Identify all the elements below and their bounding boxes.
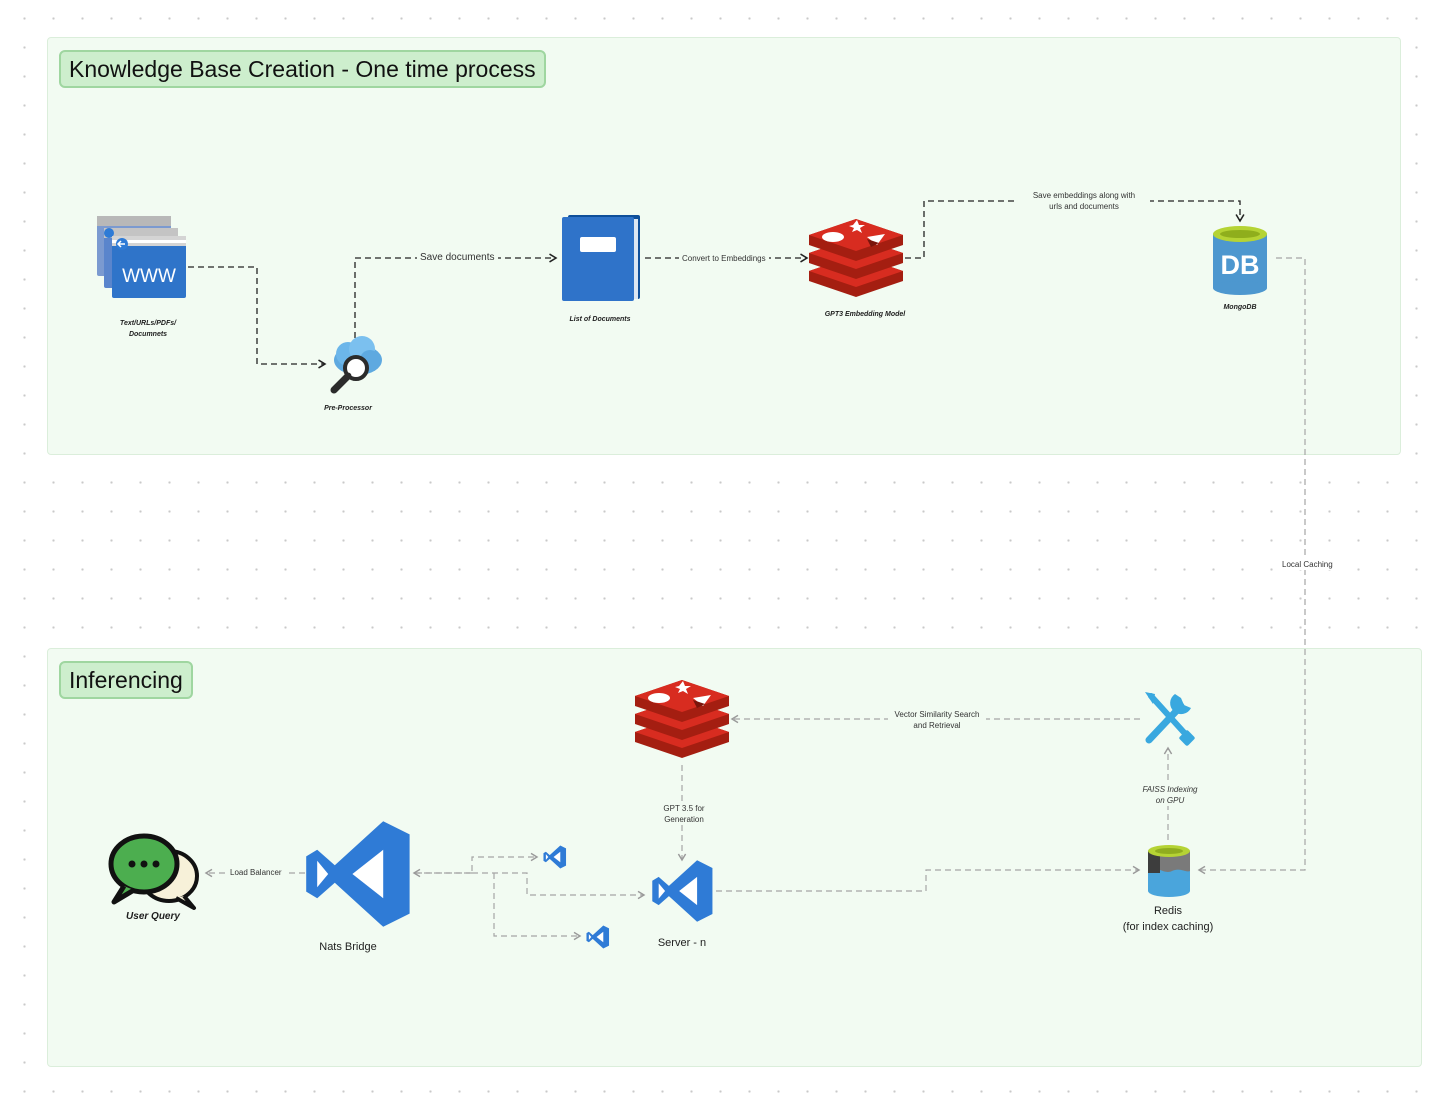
- faiss-node[interactable]: [1141, 690, 1197, 748]
- server-node[interactable]: [650, 859, 716, 923]
- redis-stack-icon: [635, 680, 729, 758]
- mongodb-node[interactable]: DB: [1210, 224, 1270, 296]
- preprocessor-node[interactable]: [326, 334, 386, 394]
- mongodb-label: MongoDB: [1223, 304, 1257, 311]
- llm-node[interactable]: [633, 678, 731, 760]
- www-badge: WWW: [122, 266, 176, 287]
- cloud-search-icon: [330, 336, 382, 394]
- server-label: Server - n: [657, 937, 707, 949]
- edge-label-vector-search: Vector Similarity Search and Retrieval: [888, 709, 986, 731]
- edge-nats-to-server: [472, 872, 646, 900]
- embedding-model-node[interactable]: [807, 217, 905, 299]
- redis-label: Redis (for index caching): [1122, 905, 1214, 933]
- edge-label-gpt-generation: GPT 3.5 for Generation: [656, 803, 712, 825]
- edge-label-faiss-indexing: FAISS Indexing on GPU: [1137, 784, 1203, 806]
- inferencing-title: Inferencing: [59, 661, 193, 699]
- db-badge: DB: [1221, 250, 1260, 280]
- nats-bridge-node[interactable]: [304, 819, 414, 929]
- user-query-node[interactable]: [106, 832, 202, 912]
- edge-server-to-redis: [716, 865, 1141, 892]
- user-query-label: User Query: [126, 911, 180, 922]
- nats-bridge-label: Nats Bridge: [319, 941, 377, 953]
- edge-sources-to-preprocessor: [188, 266, 327, 369]
- database-icon: DB: [1213, 226, 1267, 295]
- chat-bubbles-icon: [108, 833, 199, 910]
- vscode-icon: [652, 860, 713, 922]
- edge-label-convert-embeddings: Convert to Embeddings: [679, 253, 769, 264]
- edge-embedding-to-mongodb: [905, 200, 1245, 259]
- preprocessor-label: Pre-Processor: [324, 405, 372, 412]
- vscode-icon: [586, 925, 610, 949]
- edge-preprocessor-to-documents: [354, 253, 558, 338]
- book-icon: [562, 215, 640, 301]
- nats-instance-bottom[interactable]: [585, 925, 611, 949]
- redis-db-icon: [1148, 845, 1190, 897]
- sources-node[interactable]: WWW: [96, 214, 190, 302]
- vscode-icon: [543, 845, 567, 869]
- documents-node[interactable]: [560, 213, 642, 303]
- edge-nats-branch-low: [493, 873, 582, 941]
- nats-instance-top[interactable]: [542, 845, 568, 869]
- edge-label-save-embeddings: Save embeddings along with urls and docu…: [1018, 190, 1150, 212]
- knowledge-base-title: Knowledge Base Creation - One time proce…: [59, 50, 546, 88]
- tools-icon: [1145, 692, 1195, 746]
- edge-nats-branch: [414, 852, 539, 874]
- documents-label: List of Documents: [569, 316, 631, 323]
- embedding-model-label: GPT3 Embedding Model: [824, 311, 906, 318]
- redis-stack-icon: [809, 219, 903, 297]
- www-browser-icon: WWW: [97, 216, 186, 298]
- knowledge-base-section: [47, 37, 1401, 455]
- edge-label-load-balancer: Load Balancer: [227, 867, 285, 878]
- vscode-icon: [306, 821, 410, 927]
- sources-label: Text/URLs/PDFs/ Documnets: [119, 320, 177, 338]
- edge-label-save-documents: Save documents: [417, 252, 498, 263]
- redis-node[interactable]: [1146, 843, 1192, 899]
- edge-label-local-caching: Local Caching: [1279, 559, 1336, 570]
